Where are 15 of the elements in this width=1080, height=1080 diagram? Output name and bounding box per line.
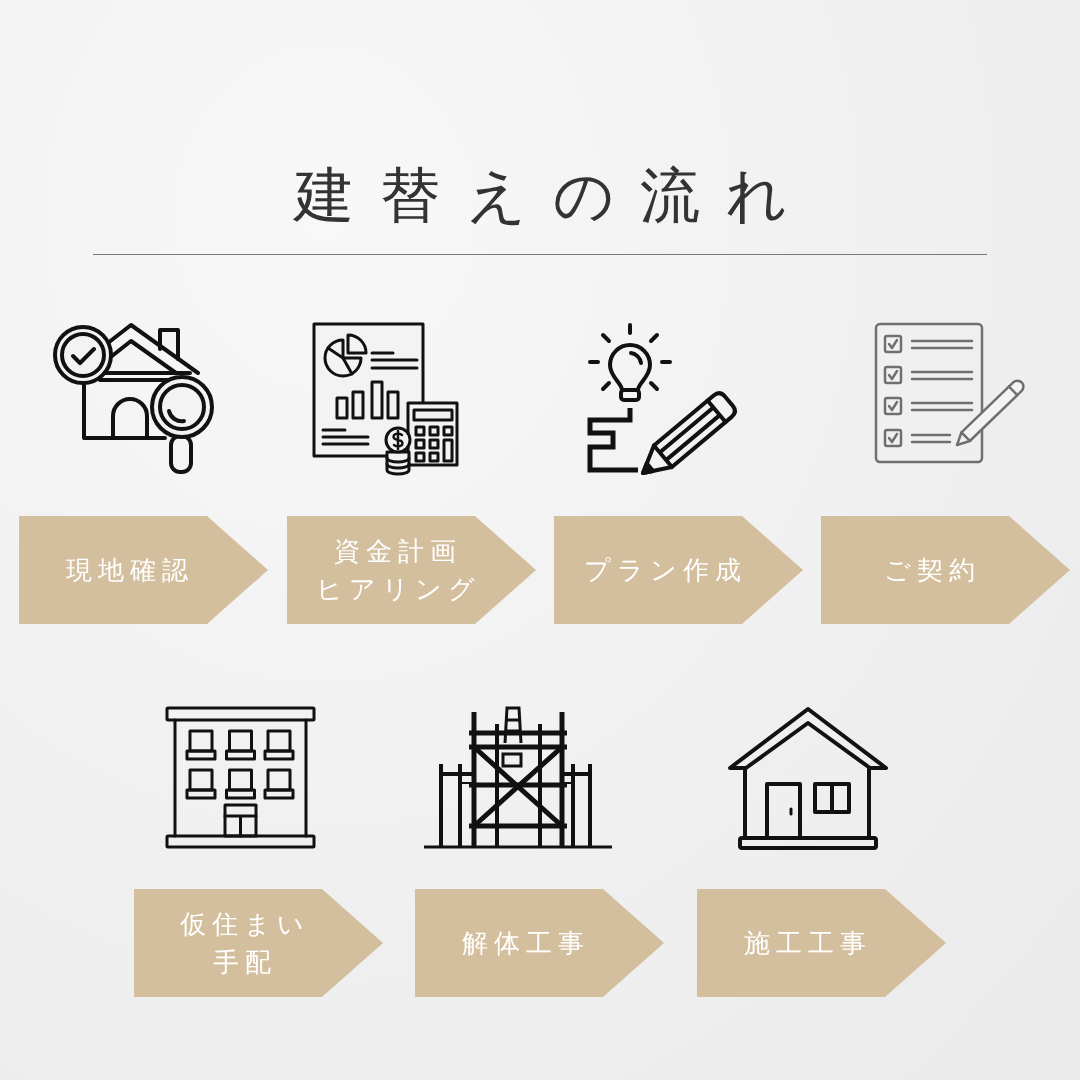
step-box [554,516,803,624]
step-box [821,516,1070,624]
step-box [287,516,536,624]
step-label: 現地確認 [65,554,194,587]
step-label: ご契約 [882,554,981,587]
step-label: 施工工事 [743,927,872,960]
step-label: 仮住まい手配 [179,908,310,979]
step-box [134,889,383,997]
step-box [19,516,268,624]
step-label: 解体工事 [461,927,590,960]
title: 建替えの流れ [292,159,813,231]
step-box [415,889,664,997]
step-box [697,889,946,997]
step-label: プラン作成 [582,554,747,587]
step-label: 資金計画ヒアリング [314,535,481,606]
